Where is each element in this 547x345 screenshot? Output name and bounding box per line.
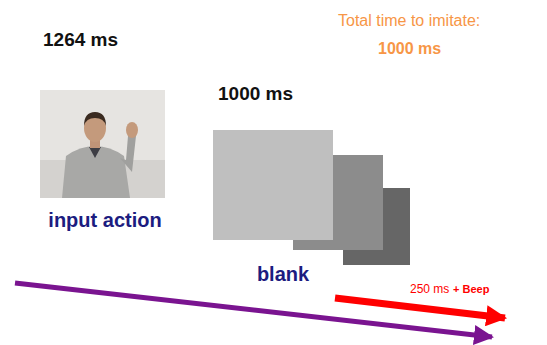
stimulus-frame: 1264 ms input action bbox=[35, 25, 175, 270]
total-time-value: 1000 ms bbox=[378, 40, 441, 58]
blank-screens: 1000 ms blank bbox=[205, 80, 420, 295]
fist bbox=[126, 122, 138, 138]
duration-label: 1000 ms bbox=[218, 83, 293, 105]
total-time-heading: Total time to imitate: bbox=[338, 12, 480, 30]
hair bbox=[84, 112, 106, 126]
phase-label: input action bbox=[35, 207, 175, 234]
raised-arm bbox=[120, 136, 136, 172]
phase-label: blank bbox=[233, 263, 333, 286]
collar bbox=[89, 147, 101, 158]
response-window-arrow bbox=[335, 298, 505, 318]
duration-label: 1264 ms bbox=[43, 29, 118, 51]
photo-background bbox=[40, 90, 165, 198]
blank-screen-stack bbox=[205, 80, 420, 295]
actor-photo bbox=[40, 90, 165, 198]
sweater bbox=[62, 146, 130, 198]
beep-label: + Beep bbox=[453, 283, 489, 295]
blank-screen bbox=[213, 130, 333, 240]
delay-label: 250 ms bbox=[410, 282, 449, 296]
